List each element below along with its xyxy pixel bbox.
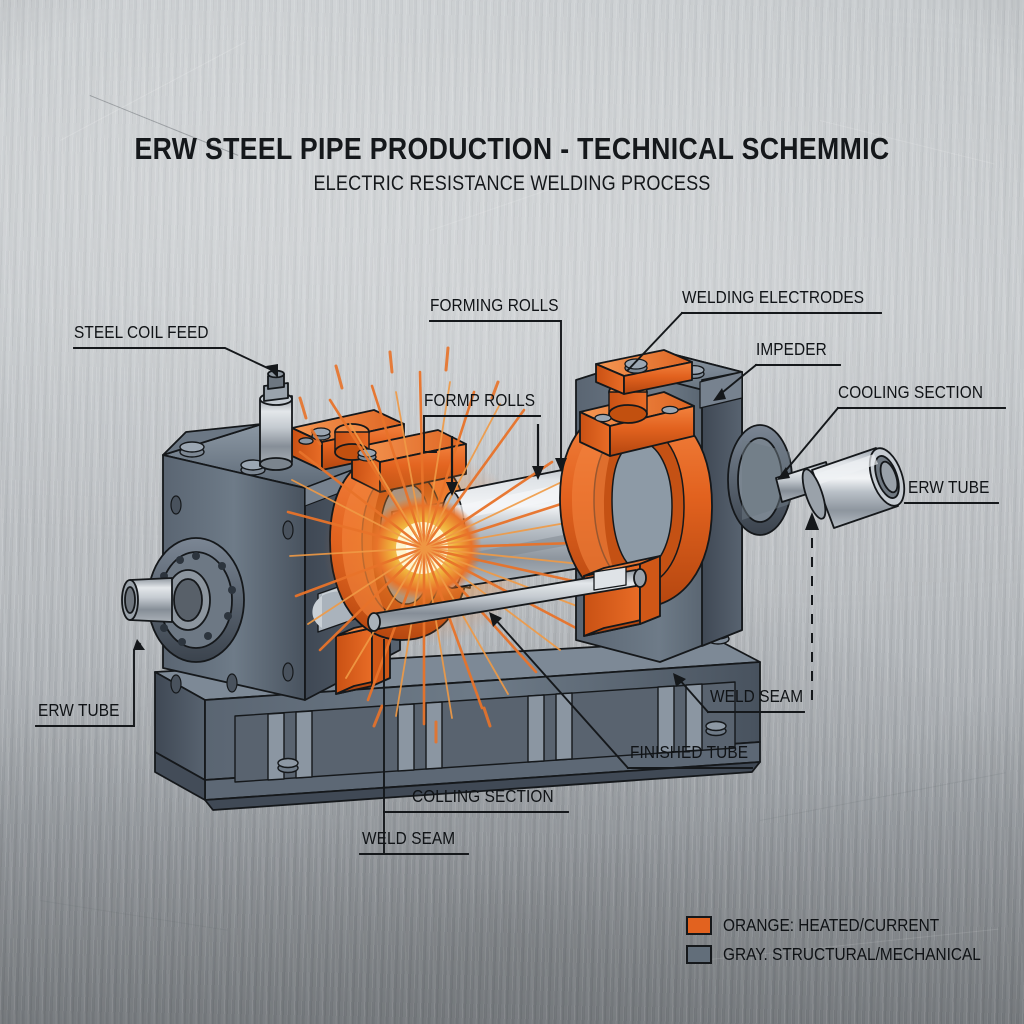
page-subtitle: ELECTRIC RESISTANCE WELDING PROCESS [313, 172, 711, 195]
label-weld-seam-bottom: WELD SEAM [362, 828, 456, 848]
legend-swatch-gray [686, 944, 712, 964]
label-welding-electrodes: WELDING ELECTRODES [682, 287, 865, 307]
legend-label-gray: GRAY. STRUCTURAL/MECHANICAL [723, 943, 981, 964]
label-forming-rolls: FORMING ROLLS [430, 295, 559, 315]
label-cooling-section-right: COOLING SECTION [838, 382, 984, 402]
legend-item-gray: GRAY. STRUCTURAL/MECHANICAL [686, 941, 1016, 967]
label-weld-seam-right: WELD SEAM [710, 686, 804, 706]
page-title: ERW STEEL PIPE PRODUCTION - TECHNICAL SC… [134, 131, 890, 166]
label-finished-tube: FINISHED TUBE [630, 742, 749, 762]
legend: ORANGE: HEATED/CURRENT GRAY. STRUCTURAL/… [686, 912, 1016, 970]
label-impeder: IMPEDER [756, 339, 827, 359]
label-erw-tube-right: ERW TUBE [908, 477, 990, 497]
legend-label-orange: ORANGE: HEATED/CURRENT [723, 914, 940, 935]
label-erw-tube-left: ERW TUBE [38, 700, 120, 720]
legend-swatch-orange [686, 915, 712, 935]
label-cooling-section-bottom: COLLING SECTION [412, 786, 554, 806]
label-formp-rolls: FORMP ROLLS [424, 390, 536, 410]
legend-item-orange: ORANGE: HEATED/CURRENT [686, 912, 1016, 938]
label-steel-coil-feed: STEEL COIL FEED [74, 322, 209, 342]
